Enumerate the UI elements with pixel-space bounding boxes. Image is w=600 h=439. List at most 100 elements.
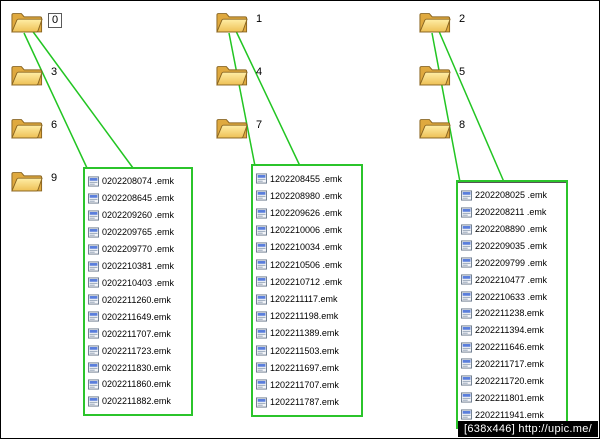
file-list-box-2: 2202208025 .emk 2202208211 .emk 22022088… [456, 180, 568, 429]
file-item[interactable]: 1202209626 .emk [256, 208, 360, 219]
file-name: 2202211801.emk [475, 392, 544, 403]
file-icon [88, 227, 99, 238]
folder-item-0[interactable]: 0 [11, 9, 63, 36]
file-item[interactable]: 2202209035 .emk [461, 240, 565, 251]
folder-item-8[interactable]: 8 [419, 115, 468, 142]
file-item[interactable]: 1202211707.emk [256, 379, 360, 390]
folder-label: 3 [51, 66, 58, 78]
file-name: 2202211717.emk [475, 358, 544, 369]
file-name: 0202211830.emk [102, 362, 171, 373]
file-icon [88, 345, 99, 356]
file-icon [256, 208, 267, 219]
folder-label: 5 [459, 66, 466, 78]
folder-icon [419, 115, 451, 142]
file-icon [461, 224, 472, 235]
file-icon [88, 396, 99, 407]
file-name: 1202208455 .emk [270, 173, 343, 184]
file-item[interactable]: 0202209260 .emk [88, 210, 190, 221]
folder-item-6[interactable]: 6 [11, 115, 60, 142]
file-list: 1202208455 .emk 1202208980 .emk 12022096… [253, 166, 361, 415]
file-icon [256, 328, 267, 339]
file-item[interactable]: 1202210506 .emk [256, 259, 360, 270]
file-name: 2202209035 .emk [475, 240, 548, 251]
file-name: 1202211697.emk [270, 362, 339, 373]
file-list-box-0: 0202208074 .emk 0202208645 .emk 02022092… [83, 167, 193, 416]
file-item[interactable]: 2202209799 .emk [461, 257, 565, 268]
folder-item-5[interactable]: 5 [419, 62, 468, 89]
file-icon [461, 240, 472, 251]
file-name: 0202210403 .emk [102, 277, 175, 288]
folder-icon [11, 168, 43, 195]
folder-item-4[interactable]: 4 [216, 62, 265, 89]
file-item[interactable]: 0202211707.emk [88, 328, 190, 339]
file-icon [256, 242, 267, 253]
file-name: 0202209260 .emk [102, 210, 175, 221]
file-item[interactable]: 1202211117.emk [256, 294, 360, 305]
file-item[interactable]: 1202211198.emk [256, 311, 360, 322]
file-item[interactable]: 2202210633 .emk [461, 291, 565, 302]
file-name: 2202211941.emk [475, 409, 544, 420]
file-icon [88, 261, 99, 272]
file-item[interactable]: 0202210403 .emk [88, 277, 190, 288]
file-item[interactable]: 2202211646.emk [461, 342, 565, 353]
file-item[interactable]: 1202211389.emk [256, 328, 360, 339]
file-item[interactable]: 0202211649.emk [88, 311, 190, 322]
file-item[interactable]: 2202208890 .emk [461, 224, 565, 235]
file-item[interactable]: 0202211860.emk [88, 379, 190, 390]
file-item[interactable]: 0202211882.emk [88, 396, 190, 407]
file-icon [256, 345, 267, 356]
file-icon [461, 190, 472, 201]
watermark: [638x446] http://upic.me/ [458, 421, 598, 437]
file-item[interactable]: 0202209770 .emk [88, 244, 190, 255]
file-item[interactable]: 2202210477 .emk [461, 274, 565, 285]
file-icon [88, 244, 99, 255]
file-icon [256, 379, 267, 390]
file-icon [88, 294, 99, 305]
folder-item-9[interactable]: 9 [11, 168, 60, 195]
file-icon [256, 276, 267, 287]
file-name: 2202211394.emk [475, 325, 544, 336]
folder-icon [11, 62, 43, 89]
file-item[interactable]: 1202208980 .emk [256, 190, 360, 201]
file-item[interactable]: 2202211801.emk [461, 392, 565, 403]
file-item[interactable]: 2202211238.emk [461, 308, 565, 319]
file-item[interactable]: 1202211697.emk [256, 362, 360, 373]
file-icon [88, 210, 99, 221]
file-item[interactable]: 0202210381 .emk [88, 261, 190, 272]
file-item[interactable]: 2202211720.emk [461, 375, 565, 386]
file-item[interactable]: 0202211260.emk [88, 294, 190, 305]
file-icon [461, 308, 472, 319]
folder-item-3[interactable]: 3 [11, 62, 60, 89]
file-item[interactable]: 1202210006 .emk [256, 225, 360, 236]
file-item[interactable]: 0202208074 .emk [88, 176, 190, 187]
file-item[interactable]: 2202211394.emk [461, 325, 565, 336]
file-item[interactable]: 0202209765 .emk [88, 227, 190, 238]
file-name: 0202211707.emk [102, 328, 171, 339]
file-item[interactable]: 1202210712 .emk [256, 276, 360, 287]
file-item[interactable]: 1202208455 .emk [256, 173, 360, 184]
file-item[interactable]: 0202208645 .emk [88, 193, 190, 204]
file-item[interactable]: 2202208025 .emk [461, 190, 565, 201]
file-item[interactable]: 2202211941.emk [461, 409, 565, 420]
file-item[interactable]: 2202208211 .emk [461, 207, 565, 218]
folder-icon [419, 62, 451, 89]
file-name: 2202208890 .emk [475, 224, 548, 235]
folder-item-2[interactable]: 2 [419, 9, 468, 36]
file-item[interactable]: 2202211717.emk [461, 358, 565, 369]
file-name: 1202210712 .emk [270, 276, 343, 287]
file-item[interactable]: 1202210034 .emk [256, 242, 360, 253]
file-icon [88, 379, 99, 390]
file-item[interactable]: 0202211830.emk [88, 362, 190, 373]
file-item[interactable]: 1202211787.emk [256, 397, 360, 408]
file-name: 1202210506 .emk [270, 259, 343, 270]
file-icon [461, 409, 472, 420]
file-name: 0202209770 .emk [102, 244, 175, 255]
file-icon [256, 173, 267, 184]
file-icon [461, 291, 472, 302]
file-name: 2202211720.emk [475, 375, 544, 386]
file-item[interactable]: 1202211503.emk [256, 345, 360, 356]
file-item[interactable]: 0202211723.emk [88, 345, 190, 356]
folder-item-1[interactable]: 1 [216, 9, 265, 36]
file-name: 2202211646.emk [475, 342, 544, 353]
folder-item-7[interactable]: 7 [216, 115, 265, 142]
